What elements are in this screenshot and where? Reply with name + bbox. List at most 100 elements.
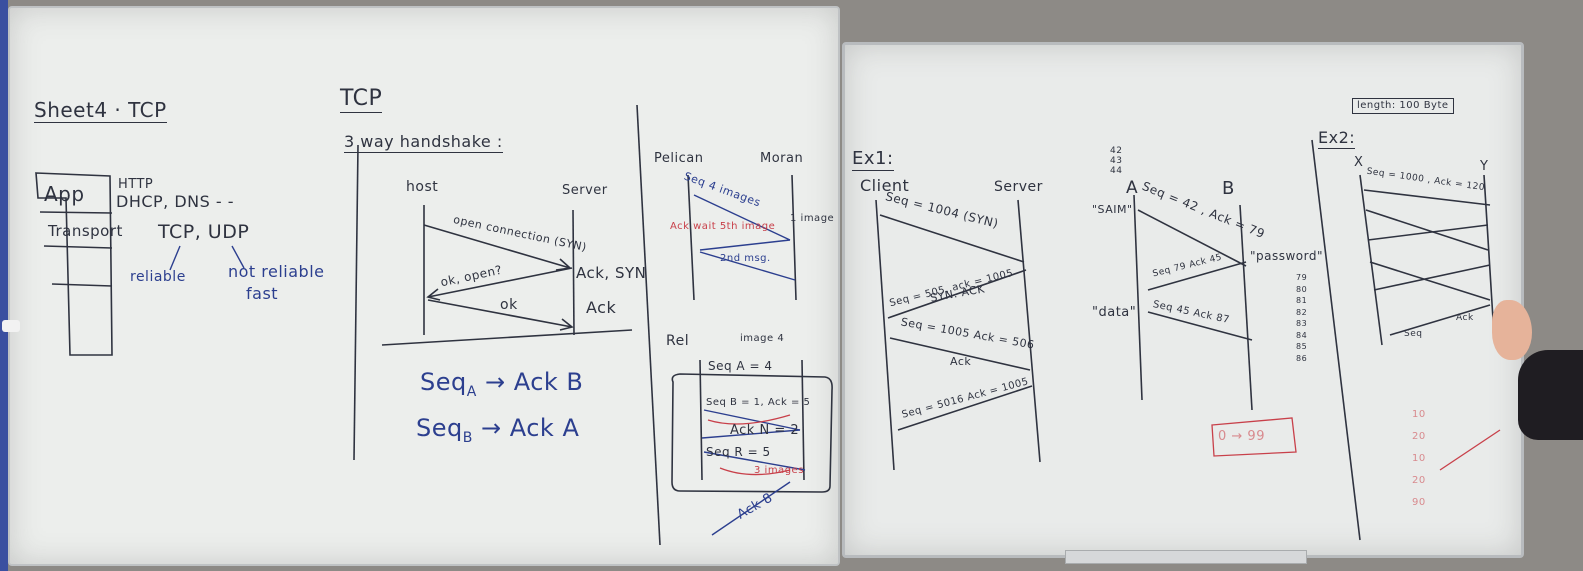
pelican-arrow-3 <box>699 251 796 281</box>
ex1-m3b: Ack <box>950 355 972 368</box>
ex1-client-line <box>875 199 895 471</box>
ex2-arrow-6 <box>1389 304 1491 336</box>
rel-arrow-1 <box>703 409 801 431</box>
ex2-y: Y <box>1480 159 1489 174</box>
rel-img: image 4 <box>740 333 785 344</box>
exb-nums: 42 43 44 <box>1110 146 1122 176</box>
ex2-arrow-3 <box>1367 224 1489 241</box>
stack-line-1 <box>39 211 113 214</box>
handshake-base <box>381 329 633 346</box>
rel-seq-r: Seq R = 5 <box>706 445 771 459</box>
stack-fast: fast <box>246 284 279 303</box>
seq-a-label: Seq <box>420 368 467 396</box>
ex1-arrow-2 <box>887 269 1027 319</box>
exb-col: 79 80 81 82 83 84 85 86 <box>1296 272 1307 364</box>
right-whiteboard <box>842 42 1524 558</box>
ex1-arrow-3 <box>889 337 1031 371</box>
magnet <box>2 320 20 332</box>
ex1-title: Ex1: <box>852 148 894 171</box>
red-box <box>1211 417 1297 457</box>
pelican-arrow-2 <box>699 239 791 251</box>
exb-col-2: 80 <box>1296 284 1308 294</box>
ex2-red-2: 20 <box>1412 431 1426 442</box>
seq-b-sub: B <box>462 429 473 446</box>
ex2-arrow-4 <box>1369 261 1491 301</box>
sheet-title: Sheet4 · TCP <box>34 98 167 123</box>
pelican-left-line <box>687 174 695 301</box>
exb-col-3: 81 <box>1296 296 1308 305</box>
red-scribble-1 <box>707 414 791 425</box>
exb-a: A <box>1126 178 1139 198</box>
sleeve <box>1518 350 1583 440</box>
stack-box <box>35 172 113 356</box>
ex2-arrow-1 <box>1363 189 1491 206</box>
ex1-server: Server <box>994 179 1043 195</box>
rel-arrow-2 <box>701 429 801 439</box>
stack-line-3 <box>51 283 113 287</box>
hs-arrow-2 <box>426 267 573 301</box>
exb-num-3: 44 <box>1110 166 1123 176</box>
exb-b: B <box>1222 178 1235 199</box>
handshake-title: TCP <box>340 86 383 113</box>
exb-password: "password" <box>1250 249 1324 263</box>
ex2-red-1: 10 <box>1412 409 1426 420</box>
rel-label: Rel <box>666 333 690 349</box>
stack-transport: Transport <box>48 222 123 240</box>
ex1-arrow-1 <box>879 214 1025 263</box>
left-board-frame-corner <box>0 0 8 571</box>
ex2-length: length: 100 Byte <box>1352 98 1454 114</box>
rel-imgs: 3 images <box>754 465 804 476</box>
handshake-subtitle: 3 way handshake : <box>344 132 503 153</box>
red-scribble-2 <box>719 467 791 476</box>
rel-left-line <box>699 359 703 481</box>
ex2-arrow-5 <box>1373 264 1491 291</box>
pel-m3: 2nd msg. <box>720 253 771 264</box>
exb-arrow-1 <box>1137 209 1247 267</box>
ex2-arrow-2 <box>1365 209 1489 251</box>
exb-num-1: 42 <box>1110 146 1123 156</box>
rel-seq-b: Seq B = 1, Ack = 5 <box>706 397 811 408</box>
seq-a-sub: A <box>466 383 477 400</box>
hs-msg2-right: Ack, SYN <box>576 264 647 282</box>
ex1-arrow-4 <box>897 385 1033 431</box>
rel-ack: Ack N = 2 <box>730 423 800 438</box>
stack-reliable: reliable <box>130 269 186 285</box>
pelican-label: Pelican <box>654 151 704 166</box>
ex1-server-line <box>1017 199 1041 463</box>
ex2-title: Ex2: <box>1318 128 1356 149</box>
exb-col-4: 82 <box>1296 307 1308 317</box>
rel-seq-a: Seq A = 4 <box>708 359 773 373</box>
exb-col-5: 83 <box>1296 319 1308 328</box>
ex2-x-line <box>1359 174 1383 346</box>
pelican-right-line <box>791 174 797 301</box>
exb-data: "data" <box>1092 305 1137 320</box>
server-line <box>572 209 575 336</box>
exb-col-7: 85 <box>1296 342 1308 351</box>
exb-saim: "SAIM" <box>1092 203 1133 216</box>
ex2-x: X <box>1354 155 1364 170</box>
moran-label: Moran <box>760 151 804 166</box>
stack-app: App <box>44 182 85 206</box>
seq-b: SeqB → Ack A <box>416 416 579 445</box>
rel-box <box>671 373 833 493</box>
not-reliable-pointer <box>231 245 245 269</box>
pel-m2: Ack wait 5th image <box>670 221 776 232</box>
stack-dhcp: DHCP, DNS - - <box>116 192 235 211</box>
seq-a: SeqA → Ack B <box>420 370 583 399</box>
ex2-red-5: 90 <box>1412 497 1426 508</box>
pelican-arrow-1 <box>693 194 791 241</box>
hs-host: host <box>406 179 439 195</box>
ex2-red-3: 10 <box>1412 453 1426 464</box>
ex2-divider <box>1311 139 1361 541</box>
rel-arrow-3 <box>703 451 806 471</box>
pel-m1r: 1 image <box>790 213 835 224</box>
marker-tray <box>1065 550 1307 564</box>
hand <box>1492 300 1532 360</box>
hs-msg3: ok <box>500 297 518 313</box>
exb-a-line <box>1133 194 1143 401</box>
seq-b-label: Seq <box>416 414 463 442</box>
rel-right-line <box>801 359 805 481</box>
exb-arrow-2 <box>1147 261 1247 291</box>
exb-num-2: 43 <box>1110 156 1123 166</box>
